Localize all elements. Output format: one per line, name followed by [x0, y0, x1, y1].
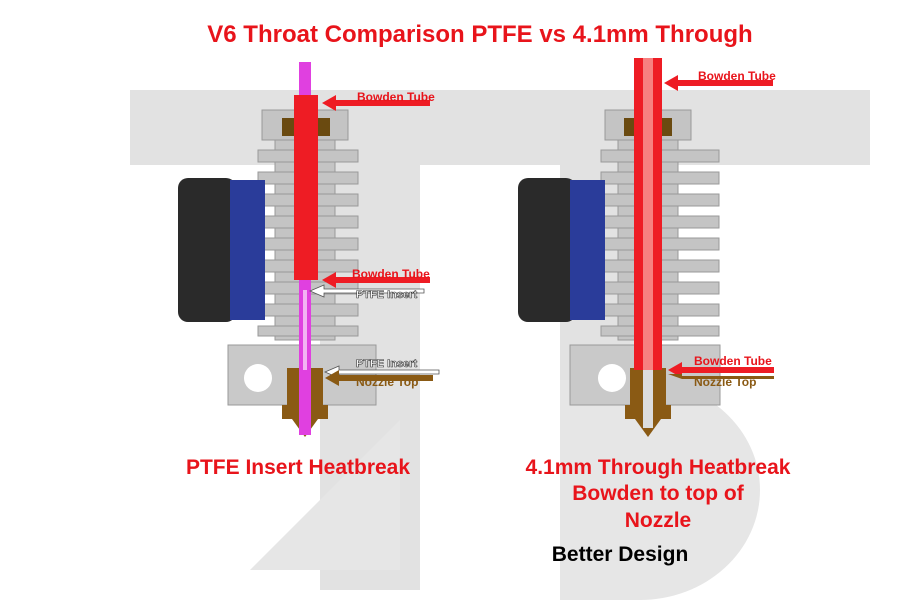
right-caption-line-2: Bowden to top of [572, 482, 744, 505]
callout-labels: Bowden Tube Bowden Tube PTFE Insert PTFE… [352, 69, 776, 389]
fan-icon [518, 178, 576, 322]
left-hotend [178, 62, 377, 437]
label-ptfe-insert: PTFE Insert [356, 358, 417, 370]
label-nozzle-top: Nozzle Top [694, 375, 756, 389]
verdict: Better Design [552, 543, 689, 566]
arrow-nozzle-top [668, 374, 774, 379]
label-bowden-tube: Bowden Tube [357, 90, 435, 104]
right-caption-line-3: Nozzle [625, 509, 692, 532]
arrow-bowden-tube [322, 95, 430, 111]
fan-icon [178, 178, 236, 322]
left-caption: PTFE Insert Heatbreak [186, 456, 410, 479]
label-bowden-tube: Bowden Tube [352, 267, 430, 281]
arrow-nozzle-top [325, 370, 433, 386]
label-bowden-tube: Bowden Tube [698, 69, 776, 83]
title: V6 Throat Comparison PTFE vs 4.1mm Throu… [207, 21, 752, 48]
heater-cartridge-hole [244, 364, 272, 392]
arrow-bowden-tube [664, 75, 773, 91]
fan-shroud [230, 180, 265, 320]
bowden-tube [294, 95, 318, 280]
arrow-bowden-tube [322, 272, 430, 288]
bowden-tube-bore [643, 58, 653, 370]
label-ptfe-insert: PTFE Insert [356, 289, 417, 301]
captions: PTFE Insert Heatbreak 4.1mm Through Heat… [186, 456, 791, 566]
arrow-bowden-tube [668, 362, 774, 378]
heater-cartridge-hole [598, 364, 626, 392]
arrows [308, 75, 774, 386]
right-caption-line-1: 4.1mm Through Heatbreak [526, 456, 791, 479]
right-hotend [518, 58, 721, 437]
label-bowden-tube: Bowden Tube [694, 354, 772, 368]
fan-shroud [570, 180, 605, 320]
arrow-ptfe-insert [308, 284, 425, 298]
nozzle-bore [643, 370, 653, 428]
ptfe-highlight [303, 290, 307, 370]
label-nozzle-top: Nozzle Top [356, 375, 418, 389]
